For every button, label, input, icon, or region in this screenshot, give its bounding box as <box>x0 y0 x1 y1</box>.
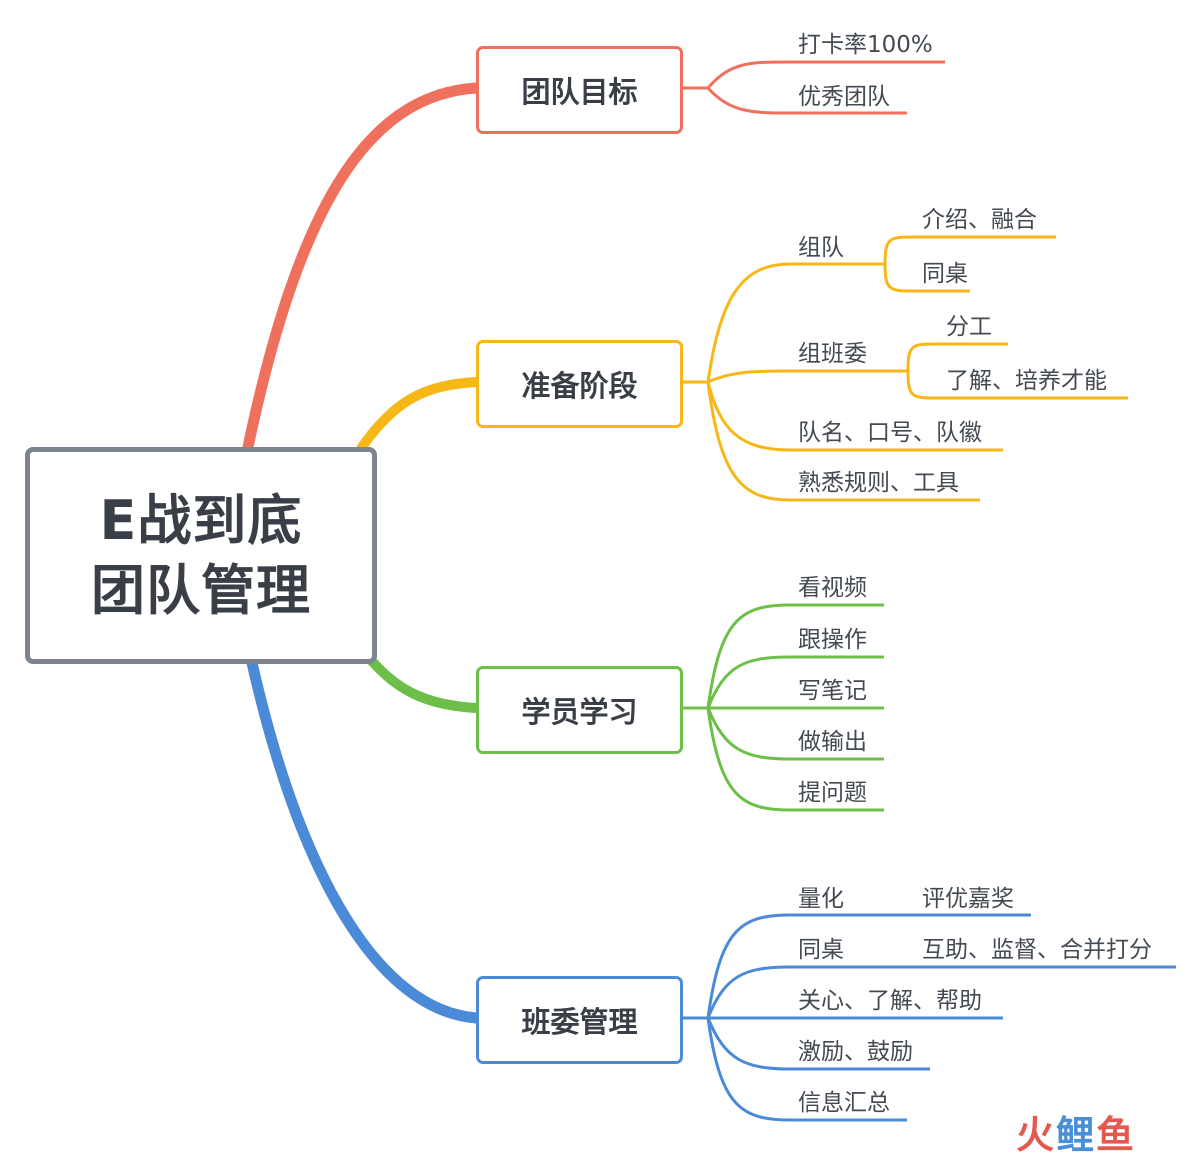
leaf-study-practice[interactable]: 跟操作 <box>798 627 867 653</box>
connectors-study <box>680 603 884 812</box>
leaf-prep-division[interactable]: 分工 <box>946 314 992 340</box>
connector-root-study <box>361 649 481 713</box>
watermark-part3: 鱼 <box>1096 1113 1137 1152</box>
node-committee-deskmate[interactable]: 同桌 <box>798 937 844 963</box>
connector-root-prep <box>357 377 481 452</box>
branch-node-prep[interactable]: 准备阶段 <box>476 340 683 428</box>
leaf-prep-deskmate[interactable]: 同桌 <box>922 261 968 287</box>
root-title-line1: E战到底 <box>99 488 303 552</box>
watermark-part1: 火 <box>1016 1113 1057 1152</box>
leaf-study-video[interactable]: 看视频 <box>798 575 867 601</box>
root-title-line2: 团队管理 <box>91 558 311 622</box>
connectors-goal <box>680 60 945 115</box>
leaf-goal-best-team[interactable]: 优秀团队 <box>798 84 890 110</box>
branch-node-goal[interactable]: 团队目标 <box>476 46 683 134</box>
leaf-committee-encourage[interactable]: 激励、鼓励 <box>798 1039 913 1065</box>
node-prep-team-up[interactable]: 组队 <box>798 235 844 261</box>
leaf-committee-info[interactable]: 信息汇总 <box>798 1090 890 1116</box>
connector-root-committee <box>244 648 482 1024</box>
watermark-part2: 鲤 <box>1056 1113 1097 1152</box>
leaf-prep-team-name[interactable]: 队名、口号、队徽 <box>798 420 982 446</box>
leaf-committee-awards[interactable]: 评优嘉奖 <box>922 886 1014 912</box>
connector-root-goal <box>242 82 482 453</box>
leaf-goal-checkin[interactable]: 打卡率100% <box>798 32 933 58</box>
branch-node-committee[interactable]: 班委管理 <box>476 976 683 1064</box>
leaf-study-output[interactable]: 做输出 <box>798 729 867 755</box>
node-committee-quantify[interactable]: 量化 <box>798 886 844 912</box>
node-prep-committee[interactable]: 组班委 <box>798 341 867 367</box>
leaf-study-notes[interactable]: 写笔记 <box>798 678 867 704</box>
leaf-prep-rules[interactable]: 熟悉规则、工具 <box>798 470 959 496</box>
leaf-committee-care[interactable]: 关心、了解、帮助 <box>798 988 982 1014</box>
connectors-prep <box>680 235 1128 502</box>
connectors-committee <box>680 913 1176 1122</box>
branch-node-study[interactable]: 学员学习 <box>476 666 683 754</box>
root-node[interactable]: E战到底 团队管理 <box>25 447 377 664</box>
leaf-prep-intro[interactable]: 介绍、融合 <box>922 207 1037 233</box>
leaf-prep-talent[interactable]: 了解、培养才能 <box>946 368 1107 394</box>
watermark-logo: 火鲤鱼 <box>1016 1104 1136 1152</box>
leaf-committee-mutual-help[interactable]: 互助、监督、合并打分 <box>922 937 1152 963</box>
leaf-study-questions[interactable]: 提问题 <box>798 780 867 806</box>
